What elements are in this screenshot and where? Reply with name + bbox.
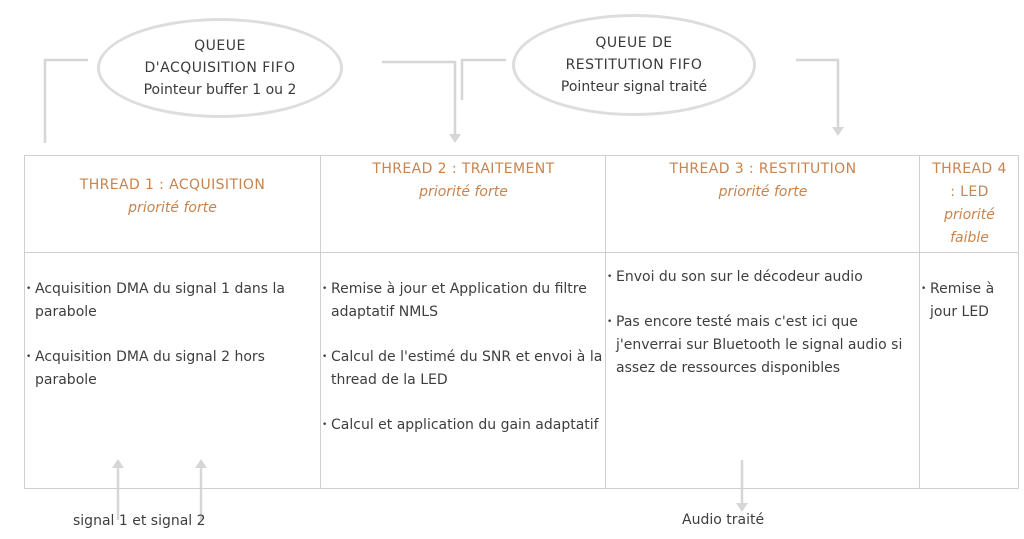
thread4-header: THREAD 4 : LED priorité faible (920, 156, 1019, 253)
acq-queue-line1: QUEUE (194, 38, 246, 54)
arrowhead-down-thread2 (449, 134, 461, 143)
thread2-task: Calcul de l'estimé du SNR et envoi à la … (321, 346, 606, 392)
acquisition-queue-ellipse: QUEUE D'ACQUISITION FIFO Pointeur buffer… (97, 18, 343, 118)
thread3-task: Pas encore testé mais c'est ici que j'en… (606, 311, 914, 380)
connector-thread1-to-acq-queue (43, 58, 88, 143)
thread4-column: THREAD 4 : LED priorité faible Remise à … (919, 156, 1019, 488)
thread1-priority: priorité forte (128, 200, 217, 216)
thread2-task: Calcul et application du gain adaptatif (321, 414, 606, 437)
thread1-title: THREAD 1 : ACQUISITION (79, 177, 266, 193)
thread1-task: Acquisition DMA du signal 2 hors parabol… (25, 346, 320, 392)
res-queue-line3: Pointeur signal traité (560, 79, 708, 95)
thread2-task: Remise à jour et Application du filtre a… (321, 278, 606, 324)
res-queue-line2: RESTITUTION FIFO (565, 57, 703, 73)
arrowhead-down-output (736, 503, 748, 512)
thread1-header: THREAD 1 : ACQUISITION priorité forte (25, 156, 320, 253)
thread3-task-list: Envoi du son sur le décodeur audio Pas e… (606, 254, 914, 380)
thread2-column: THREAD 2 : TRAITEMENT priorité forte Rem… (320, 156, 606, 488)
connector-res-queue-to-thread3 (796, 58, 840, 128)
acq-queue-line2: D'ACQUISITION FIFO (144, 60, 296, 76)
restitution-queue-ellipse: QUEUE DE RESTITUTION FIFO Pointeur signa… (512, 14, 756, 116)
acq-queue-line3: Pointeur buffer 1 ou 2 (143, 82, 297, 98)
thread-table: THREAD 1 : ACQUISITION priorité forte Ac… (24, 155, 1019, 489)
thread3-priority: priorité forte (718, 184, 808, 200)
thread4-task: Remise à jour LED (920, 278, 1013, 324)
thread4-title: THREAD 4 : LED (932, 161, 1007, 200)
thread4-priority: priorité faible (944, 207, 995, 246)
thread2-header: THREAD 2 : TRAITEMENT priorité forte (321, 156, 606, 253)
thread4-task-list: Remise à jour LED (920, 254, 1013, 324)
res-queue-line1: QUEUE DE (595, 35, 673, 51)
connector-acq-queue-to-thread2 (382, 60, 457, 135)
connector-thread2-to-res-queue (460, 58, 506, 100)
output-audio-label: Audio traité (682, 512, 765, 528)
thread3-title: THREAD 3 : RESTITUTION (669, 161, 857, 177)
thread3-column: THREAD 3 : RESTITUTION priorité forte En… (605, 156, 920, 488)
thread3-task: Envoi du son sur le décodeur audio (606, 266, 914, 289)
thread2-priority: priorité forte (419, 184, 508, 200)
thread2-task-list: Remise à jour et Application du filtre a… (321, 254, 606, 437)
arrowhead-up-input-1 (112, 459, 124, 468)
thread2-title: THREAD 2 : TRAITEMENT (372, 161, 555, 177)
thread1-column: THREAD 1 : ACQUISITION priorité forte Ac… (25, 156, 320, 488)
thread3-header: THREAD 3 : RESTITUTION priorité forte (606, 156, 920, 253)
arrowhead-up-input-2 (195, 459, 207, 468)
input-signals-label: signal 1 et signal 2 (73, 513, 206, 529)
thread1-task: Acquisition DMA du signal 1 dans la para… (25, 278, 320, 324)
thread1-task-list: Acquisition DMA du signal 1 dans la para… (25, 254, 320, 392)
arrowhead-down-thread3 (832, 127, 844, 136)
